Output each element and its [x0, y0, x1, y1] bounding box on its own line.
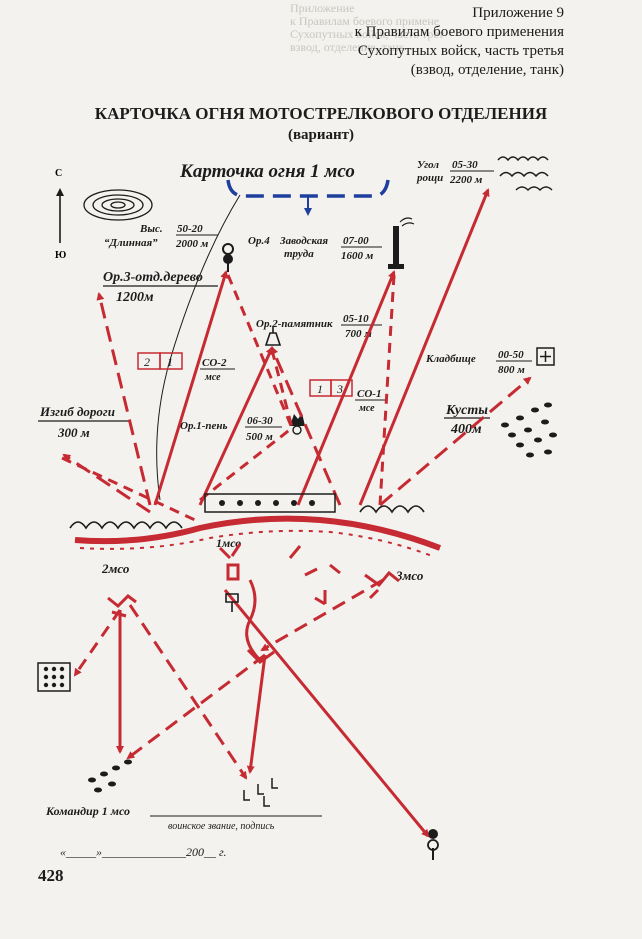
lone-tree-icon [222, 243, 234, 272]
appendix-line-2: к Правилам боевого применения [354, 24, 564, 40]
rear-trenches [107, 563, 400, 664]
bushes-icon [501, 402, 557, 458]
box-b-num-1: 1 [317, 382, 323, 396]
hill-quote-label: “Длинная” [104, 237, 158, 249]
lm2-angle: 05-10 [343, 313, 369, 325]
date-line: «_____»______________200__ г. [60, 845, 227, 859]
squad-2-label: 2мсо [101, 561, 130, 576]
lm1-name: Ор.1-пень [180, 420, 228, 432]
hill-range: 2000 м [175, 238, 209, 250]
lm4-label-2: труда [284, 248, 314, 260]
vehicle-park-icon [37, 662, 71, 692]
page-number: 428 [38, 866, 64, 885]
box-b-num-2: 3 [336, 382, 343, 396]
bleed-through-text: Приложение к Правилам боевого примене Су… [290, 1, 444, 54]
card-title-bracket: Карточка огня 1 мсо [179, 161, 390, 216]
lm2-range: 700 м [345, 328, 372, 340]
appendix-line-4: (взвод, отделение, танк) [410, 62, 564, 78]
commander-label: Командир 1 мсо [45, 804, 130, 818]
grove-label-1: Угол [417, 159, 439, 171]
cemetery-label: Кладбище [425, 353, 476, 365]
rank-caption: воинское звание, подпись [168, 821, 275, 832]
document-title: КАРТОЧКА ОГНЯ МОТОСТРЕЛКОВОГО ОТДЕЛЕНИЯ [94, 104, 548, 123]
appendix-line-1: Приложение 9 [472, 5, 564, 21]
north-arrow-icon: С Ю [55, 168, 66, 261]
lm1-angle: 06-30 [247, 415, 273, 427]
sector-2-label-b: мсе [204, 372, 221, 383]
cemetery-range: 800 м [498, 364, 525, 376]
signature-block: Командир 1 мсо воинское звание, подпись … [45, 804, 322, 859]
lm4-range: 1600 м [341, 250, 374, 262]
cemetery-angle: 00-50 [498, 349, 524, 361]
grove-range: 2200 м [449, 174, 483, 186]
rear-tree-icon [427, 829, 439, 860]
hill-contour-icon [83, 189, 153, 221]
road-bend-range: 300 м [57, 425, 90, 440]
grass-marks-icon [243, 778, 278, 807]
document-subtitle: (вариант) [287, 127, 355, 143]
lm4-angle: 07-00 [343, 235, 369, 247]
card-title: Карточка огня 1 мсо [179, 161, 355, 182]
factory-chimney-icon [388, 217, 415, 269]
lm4-name: Ор.4 [248, 235, 270, 247]
grove-edge-icon [497, 156, 553, 192]
sector-1-box: 1 3 [309, 379, 353, 397]
lm4-label-1: Заводская [279, 235, 328, 247]
trench-line [69, 493, 442, 577]
box-a-num-2: 1 [167, 355, 173, 369]
hill-name-label: Выс. [139, 223, 163, 235]
lm2-name: Ор.2-памятник [256, 318, 333, 330]
north-label: С [55, 168, 62, 179]
command-post-icon [225, 593, 239, 612]
monument-icon [264, 327, 282, 346]
sector-1-label-b: мсе [358, 403, 375, 414]
box-a-num-1: 2 [144, 355, 150, 369]
fire-lines [61, 188, 532, 838]
sector-2-label-a: СО-2 [202, 357, 227, 369]
lm3-name: Ор.3-отд.дерево [103, 270, 203, 285]
sector-1-label-a: СО-1 [357, 388, 381, 400]
grove-label-2: рощи [416, 172, 443, 184]
squad-3-label: 3мсо [395, 568, 424, 583]
south-label: Ю [55, 250, 66, 261]
bushes-label: Кусты [445, 403, 488, 418]
hill-angle: 50-20 [177, 223, 203, 235]
cemetery-cross-icon [536, 347, 555, 366]
appendix-header: Приложение 9 к Правилам боевого применен… [355, 4, 564, 80]
appendix-line-3: Сухопутных войск, часть третья [357, 43, 564, 59]
road-bend-label: Изгиб дороги [39, 404, 115, 419]
lm3-range: 1200м [116, 290, 154, 305]
lm1-range: 500 м [246, 431, 273, 443]
squad-1-label: 1мсо [216, 536, 241, 550]
small-bushes-icon [88, 759, 132, 793]
sector-2-box: 2 1 [137, 352, 183, 370]
grove-angle: 05-30 [452, 159, 478, 171]
